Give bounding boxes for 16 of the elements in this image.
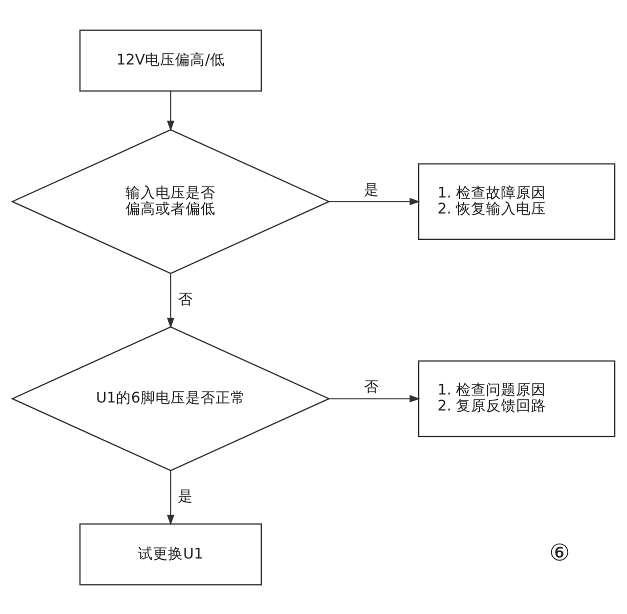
arrow [166, 273, 174, 328]
edge-label: 否 [178, 290, 194, 308]
node-box: 1. 检查问题原因 2. 复原反馈回路 [418, 360, 616, 437]
edge-label: 是 [178, 488, 194, 505]
edge-label: 否 [364, 378, 379, 396]
node-diamond: 输入电压是否偏高或者偏低 [10, 128, 330, 274]
arrow [166, 470, 174, 525]
node-box: 试更换U1 [79, 522, 262, 585]
arrow [166, 90, 174, 131]
node-box: 1. 检查故障原因 2. 恢复输入电压 [418, 162, 616, 240]
node-box: 12V电压偏高/低 [79, 29, 262, 92]
edge-label: 是 [364, 180, 379, 198]
arrow [329, 197, 420, 205]
arrow [329, 394, 420, 402]
node-diamond: U1的6脚电压是否正常 [10, 326, 330, 471]
label: ⑥ [549, 540, 570, 566]
